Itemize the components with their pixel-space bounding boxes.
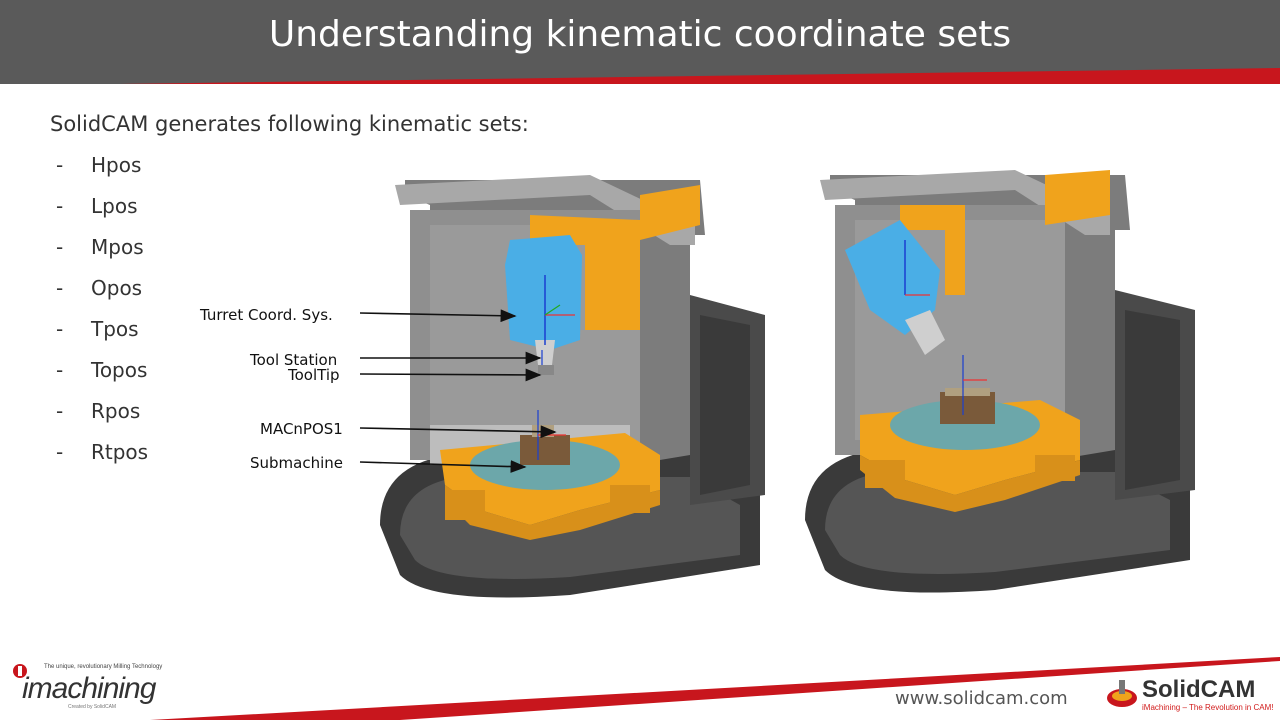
imachining-logo	[10, 662, 30, 685]
solidcam-logo-icon	[1107, 680, 1137, 707]
annotation-turret: Turret Coord. Sys.	[200, 306, 333, 324]
header-red-stripe	[120, 68, 1280, 84]
solidcam-tagline: iMachining – The Revolution in CAM!	[1142, 703, 1274, 712]
intro-text: SolidCAM generates following kinematic s…	[50, 112, 529, 136]
annotation-arrows	[359, 309, 557, 473]
annotation-submachine: Submachine	[250, 454, 344, 472]
title-bar	[0, 0, 1280, 84]
solidcam-wordmark: SolidCAM	[1142, 676, 1256, 703]
annotation-macnpos: MACnPOS1	[260, 420, 343, 438]
machine-illustration-right	[805, 170, 1195, 593]
imachining-subtitle: Created by SolidCAM	[68, 704, 117, 710]
website-url[interactable]: www.solidcam.com	[895, 688, 1068, 709]
annotation-tooltip: ToolTip	[288, 366, 340, 384]
imachining-logo-icon	[13, 664, 27, 678]
imachining-wordmark: imachining	[22, 672, 156, 705]
slide-title: Understanding kinematic coordinate sets	[268, 14, 1012, 55]
machine-illustration-left	[380, 175, 765, 598]
imachining-tagline: The unique, revolutionary Milling Techno…	[44, 664, 163, 670]
annotation-tool-station: Tool Station	[250, 351, 338, 369]
footer-red-stripe	[150, 657, 1280, 720]
